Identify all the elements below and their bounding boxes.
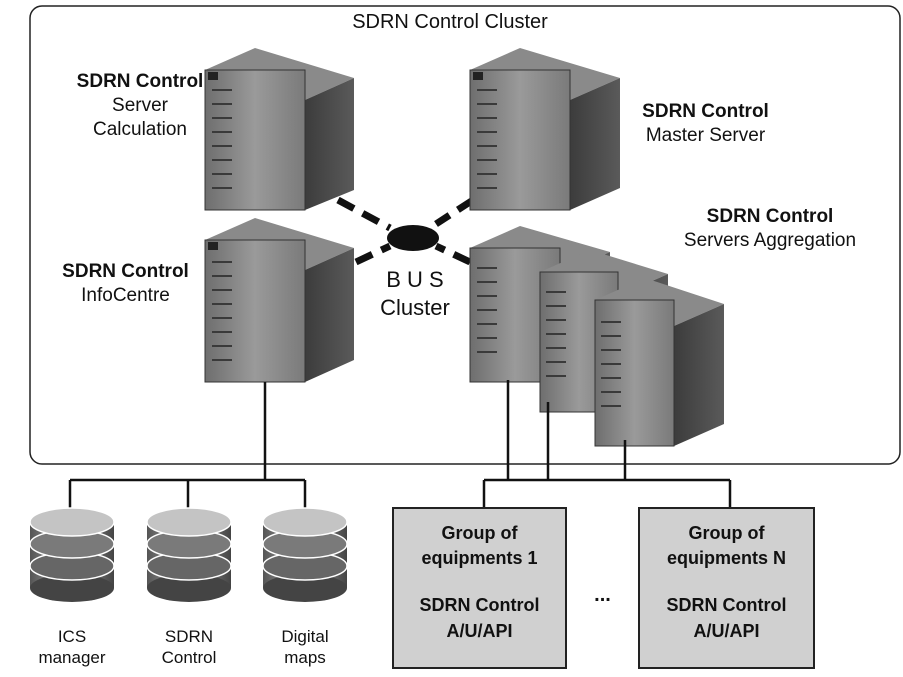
server-calculation-title: SDRN Control	[76, 71, 204, 92]
bus-label: B U S Cluster	[355, 266, 475, 321]
group-n-sub-line2: A/U/API	[693, 620, 760, 641]
database-maps-icon	[262, 507, 348, 602]
server-calculation-label: SDRN Control Server Calculation	[50, 70, 230, 141]
server-infocentre-label: SDRN Control InfoCentre	[38, 260, 213, 308]
groups-ellipsis-text: ...	[594, 584, 611, 606]
server-calculation-line3: Calculation	[93, 118, 187, 140]
group-n-title-line2: equipments N	[666, 548, 786, 569]
server-infocentre-icon	[204, 218, 354, 383]
group-connections	[482, 380, 732, 507]
database-ics-icon	[29, 507, 115, 602]
server-master-line2: Master Server	[645, 124, 766, 146]
server-calculation-icon	[204, 48, 354, 211]
database-ics-line1: ICS	[57, 627, 87, 646]
server-aggregation-title: SDRN Control	[706, 206, 834, 227]
database-ics-label: ICS manager	[22, 626, 122, 669]
server-infocentre-title: SDRN Control	[62, 261, 189, 282]
cluster-title-text: SDRN Control Cluster	[352, 11, 548, 33]
server-aggregation-icon-3	[594, 278, 724, 447]
database-maps-line1: Digital	[281, 627, 329, 646]
group-equipments-n: Group of equipments N SDRN Control A/U/A…	[638, 507, 815, 669]
bus-label-line2: Cluster	[380, 294, 450, 320]
server-master-icon	[469, 48, 620, 211]
database-maps-label: Digital maps	[255, 626, 355, 669]
database-sdrn-line2: Control	[161, 648, 217, 668]
server-master-title: SDRN Control	[642, 101, 769, 122]
db-connections	[68, 382, 307, 512]
bus-node	[387, 225, 439, 251]
database-ics-line2: manager	[38, 648, 106, 668]
server-infocentre-line2: InfoCentre	[81, 284, 170, 306]
bus-links	[336, 196, 475, 266]
group-n-sub-line1: SDRN Control	[666, 595, 787, 616]
database-sdrn-label: SDRN Control	[139, 626, 239, 669]
server-calculation-line2: Server	[112, 94, 168, 116]
groups-ellipsis: ...	[575, 583, 630, 608]
server-aggregation-line2: Servers Aggregation	[683, 229, 857, 251]
group-n-title-line1: Group of	[688, 523, 765, 543]
cluster-title: SDRN Control Cluster	[300, 10, 600, 35]
group-equipments-1: Group of equipments 1 SDRN Control A/U/A…	[392, 507, 567, 669]
database-sdrn-icon	[146, 507, 232, 602]
database-sdrn-line1: SDRN	[164, 627, 214, 646]
server-aggregation-label: SDRN Control Servers Aggregation	[660, 205, 880, 253]
group-1-sub-line1: SDRN Control	[419, 595, 540, 616]
bus-label-line1: B U S	[386, 267, 444, 292]
group-1-sub-line2: A/U/API	[446, 620, 513, 641]
database-maps-line2: maps	[284, 648, 326, 668]
group-1-title-line2: equipments 1	[421, 548, 538, 569]
group-1-title-line1: Group of	[441, 523, 518, 543]
server-master-label: SDRN Control Master Server	[618, 100, 793, 148]
